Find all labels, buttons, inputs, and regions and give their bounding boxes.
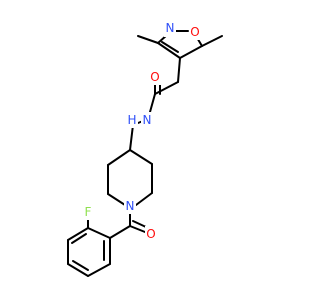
label-bg-h-amide (126, 112, 138, 128)
bond-isox-c5-c4 (179, 45, 203, 59)
bond-pip-c2-n (107, 193, 126, 206)
bond-carbonyl-phenyl (109, 225, 131, 239)
bond-ch2-c4pip (129, 124, 134, 151)
label-bg-o-isoxazole (189, 24, 201, 40)
bond-ph-c1-c2 (87, 227, 111, 239)
atom-label-f-fluoro: F (85, 205, 92, 219)
bond-carbonyl-o2-double (132, 220, 147, 228)
bond-ch2-carbonyl (154, 81, 179, 95)
atom-label-n-isoxazole: N (166, 21, 175, 35)
atom-label-n-piperidine: N (126, 199, 135, 213)
label-bg-n-piperidine (124, 198, 136, 214)
atom-label-o-ketone: O (146, 227, 155, 241)
label-bg-n-amide (141, 112, 153, 128)
label-bg-o-amide (149, 69, 161, 85)
bond-isox-c4-c3 (157, 42, 181, 59)
bond-pip-n-c6 (135, 192, 153, 206)
bond-ph-c2-c3 (67, 227, 89, 241)
bond-methyl-c5 (201, 35, 223, 47)
bond-ph-c5-c6 (87, 263, 111, 277)
atom-labels: N O O N H N O F (82, 21, 201, 242)
molecule-structure: N O O N H N O F (67, 21, 223, 277)
bond-carbonyl-o2 (129, 225, 146, 233)
bond-c4-ch2 (177, 57, 181, 83)
label-bg-n-isoxazole (164, 21, 176, 37)
atom-label-n-amide: N (143, 113, 152, 127)
bond-methyl-c3 (137, 35, 159, 44)
atom-label-h-amide: H (127, 113, 136, 127)
bond-ph-inner-1 (71, 233, 87, 244)
bond-ph-inner-2 (72, 260, 89, 271)
bond-ph-c4-c5 (67, 263, 89, 277)
bond-carbonyl-n (149, 93, 156, 113)
bond-pip-c4-c3 (107, 149, 131, 166)
atom-label-o-isoxazole: O (190, 25, 199, 39)
label-bg-o-ketone (145, 226, 157, 242)
bond-isox-c4-c3-double (161, 41, 179, 53)
bond-pip-c5-c4 (129, 149, 153, 165)
atom-label-o-amide: O (150, 70, 159, 84)
label-bg-f-fluoro (82, 204, 94, 220)
